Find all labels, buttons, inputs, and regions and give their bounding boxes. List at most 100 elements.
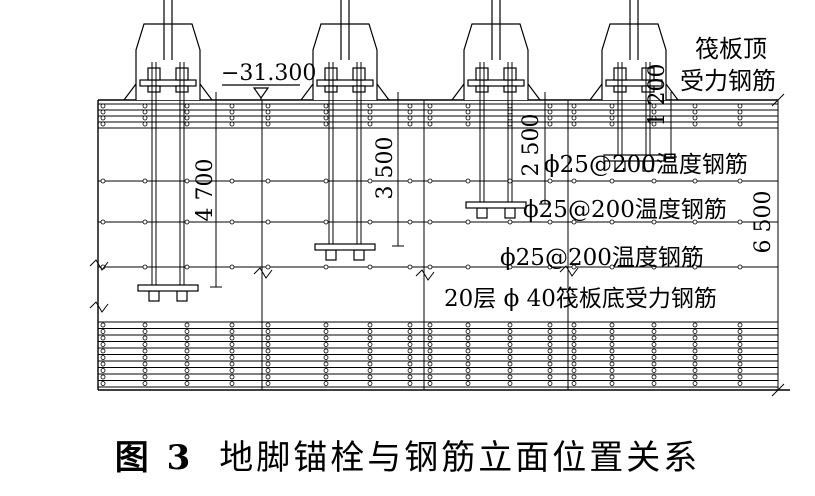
rebar-dot [465,368,471,373]
rebar-dot [367,109,373,115]
rebar-dot [265,103,271,109]
rebar-dot [407,322,413,328]
nut [613,85,627,93]
base-plate [467,79,525,87]
anchor-nut [176,290,188,302]
rebar-dot [407,335,413,341]
nut [175,67,189,81]
rebar-dot [184,115,190,121]
rebar-dot [100,342,106,347]
rebar-dot [100,178,106,184]
rebar-dot [547,219,553,225]
nut [352,67,366,81]
rebar-section-dots [100,103,743,386]
rebar-dot [229,103,235,109]
rebar-dot [184,103,190,109]
rebar-dot [737,355,743,360]
rebar-dot [229,374,235,380]
rebar-dot [571,109,577,115]
rebar-dot [184,335,190,341]
rebar-dot [100,361,106,367]
rebar-dot [692,329,698,334]
break-line [253,267,273,279]
rebar-dot [692,109,698,115]
rebar-dot [100,374,106,380]
rebar-dot [229,348,235,354]
rebar-dot [367,381,373,386]
rebar-dot [407,219,413,225]
rebar-dot [427,342,433,347]
rebar-dot [184,322,190,328]
rebar-dot [737,178,743,184]
rebar-dot [507,361,513,367]
base-plate [139,79,197,87]
base-plate [316,79,374,87]
rebar-dot [507,342,513,347]
pedestal [312,23,378,100]
rebar-dot [323,348,329,354]
rebar-dot [407,374,413,380]
rebar-dot [571,342,577,347]
anchor-nut [325,249,337,261]
rebar-dot [692,115,698,121]
rebar-dot [651,368,657,373]
rebar-dot [465,342,471,347]
rebar-dot [265,109,271,115]
rebar-dot [229,355,235,360]
rebar-dot [427,219,433,225]
rebar-dot [323,115,329,121]
rebar-dot [184,178,190,184]
rebar-dot [465,322,471,328]
rebar-dot [507,322,513,328]
rebar-dot [407,342,413,347]
rebar-dot [229,368,235,373]
rebar-dot [507,335,513,341]
rebar-dot [609,368,615,373]
elevation-label: −31.300 [221,61,316,86]
rebar-dot [651,381,657,386]
rebar-dot [465,329,471,334]
anchor-bolt-1 [123,0,213,302]
rebar-dot [427,322,433,328]
rebar-dot [265,374,271,380]
rebar-dot [651,348,657,354]
rebar-dot [609,342,615,347]
rebar-dot [651,329,657,334]
anchor-plate [137,284,199,292]
rebar-dot [407,348,413,354]
rebar-dot [571,368,577,373]
rebar-dot [571,335,577,341]
rebar-dot [507,121,513,127]
rebar-dot [367,355,373,360]
rebar-dot [323,219,329,225]
rebar-dot [427,329,433,334]
label-temperature-rebar-1: ϕ25@200温度钢筋 [544,152,748,178]
rebar-dot [547,103,553,109]
pedestal-chamfer [589,83,603,101]
rebar-dot [323,342,329,347]
rebar-dot [100,121,106,127]
rebar-dot [692,335,698,341]
rebar-dot [407,109,413,115]
rebar-dot [323,355,329,360]
rebar-dot [142,368,148,373]
pedestal-chamfer [199,83,213,101]
rebar-dot [367,348,373,354]
rebar-dot [323,329,329,334]
rebar-dot [427,264,433,270]
rebar-dot [507,219,513,225]
rebar-dot [571,374,577,380]
temperature-rebar-layers [98,180,778,268]
rebar-dot [265,178,271,184]
rebar-dot [265,368,271,373]
rebar-dot [229,121,235,127]
rebar-dot [507,381,513,386]
rebar-dot [100,322,106,328]
figure-number: 图 3 [114,438,194,478]
rebar-dot [547,115,553,121]
rebar-dot [507,115,513,121]
pedestal-chamfer [451,83,465,101]
rebar-dot [229,322,235,328]
rebar-dot [465,348,471,354]
rebar-dot [367,115,373,121]
